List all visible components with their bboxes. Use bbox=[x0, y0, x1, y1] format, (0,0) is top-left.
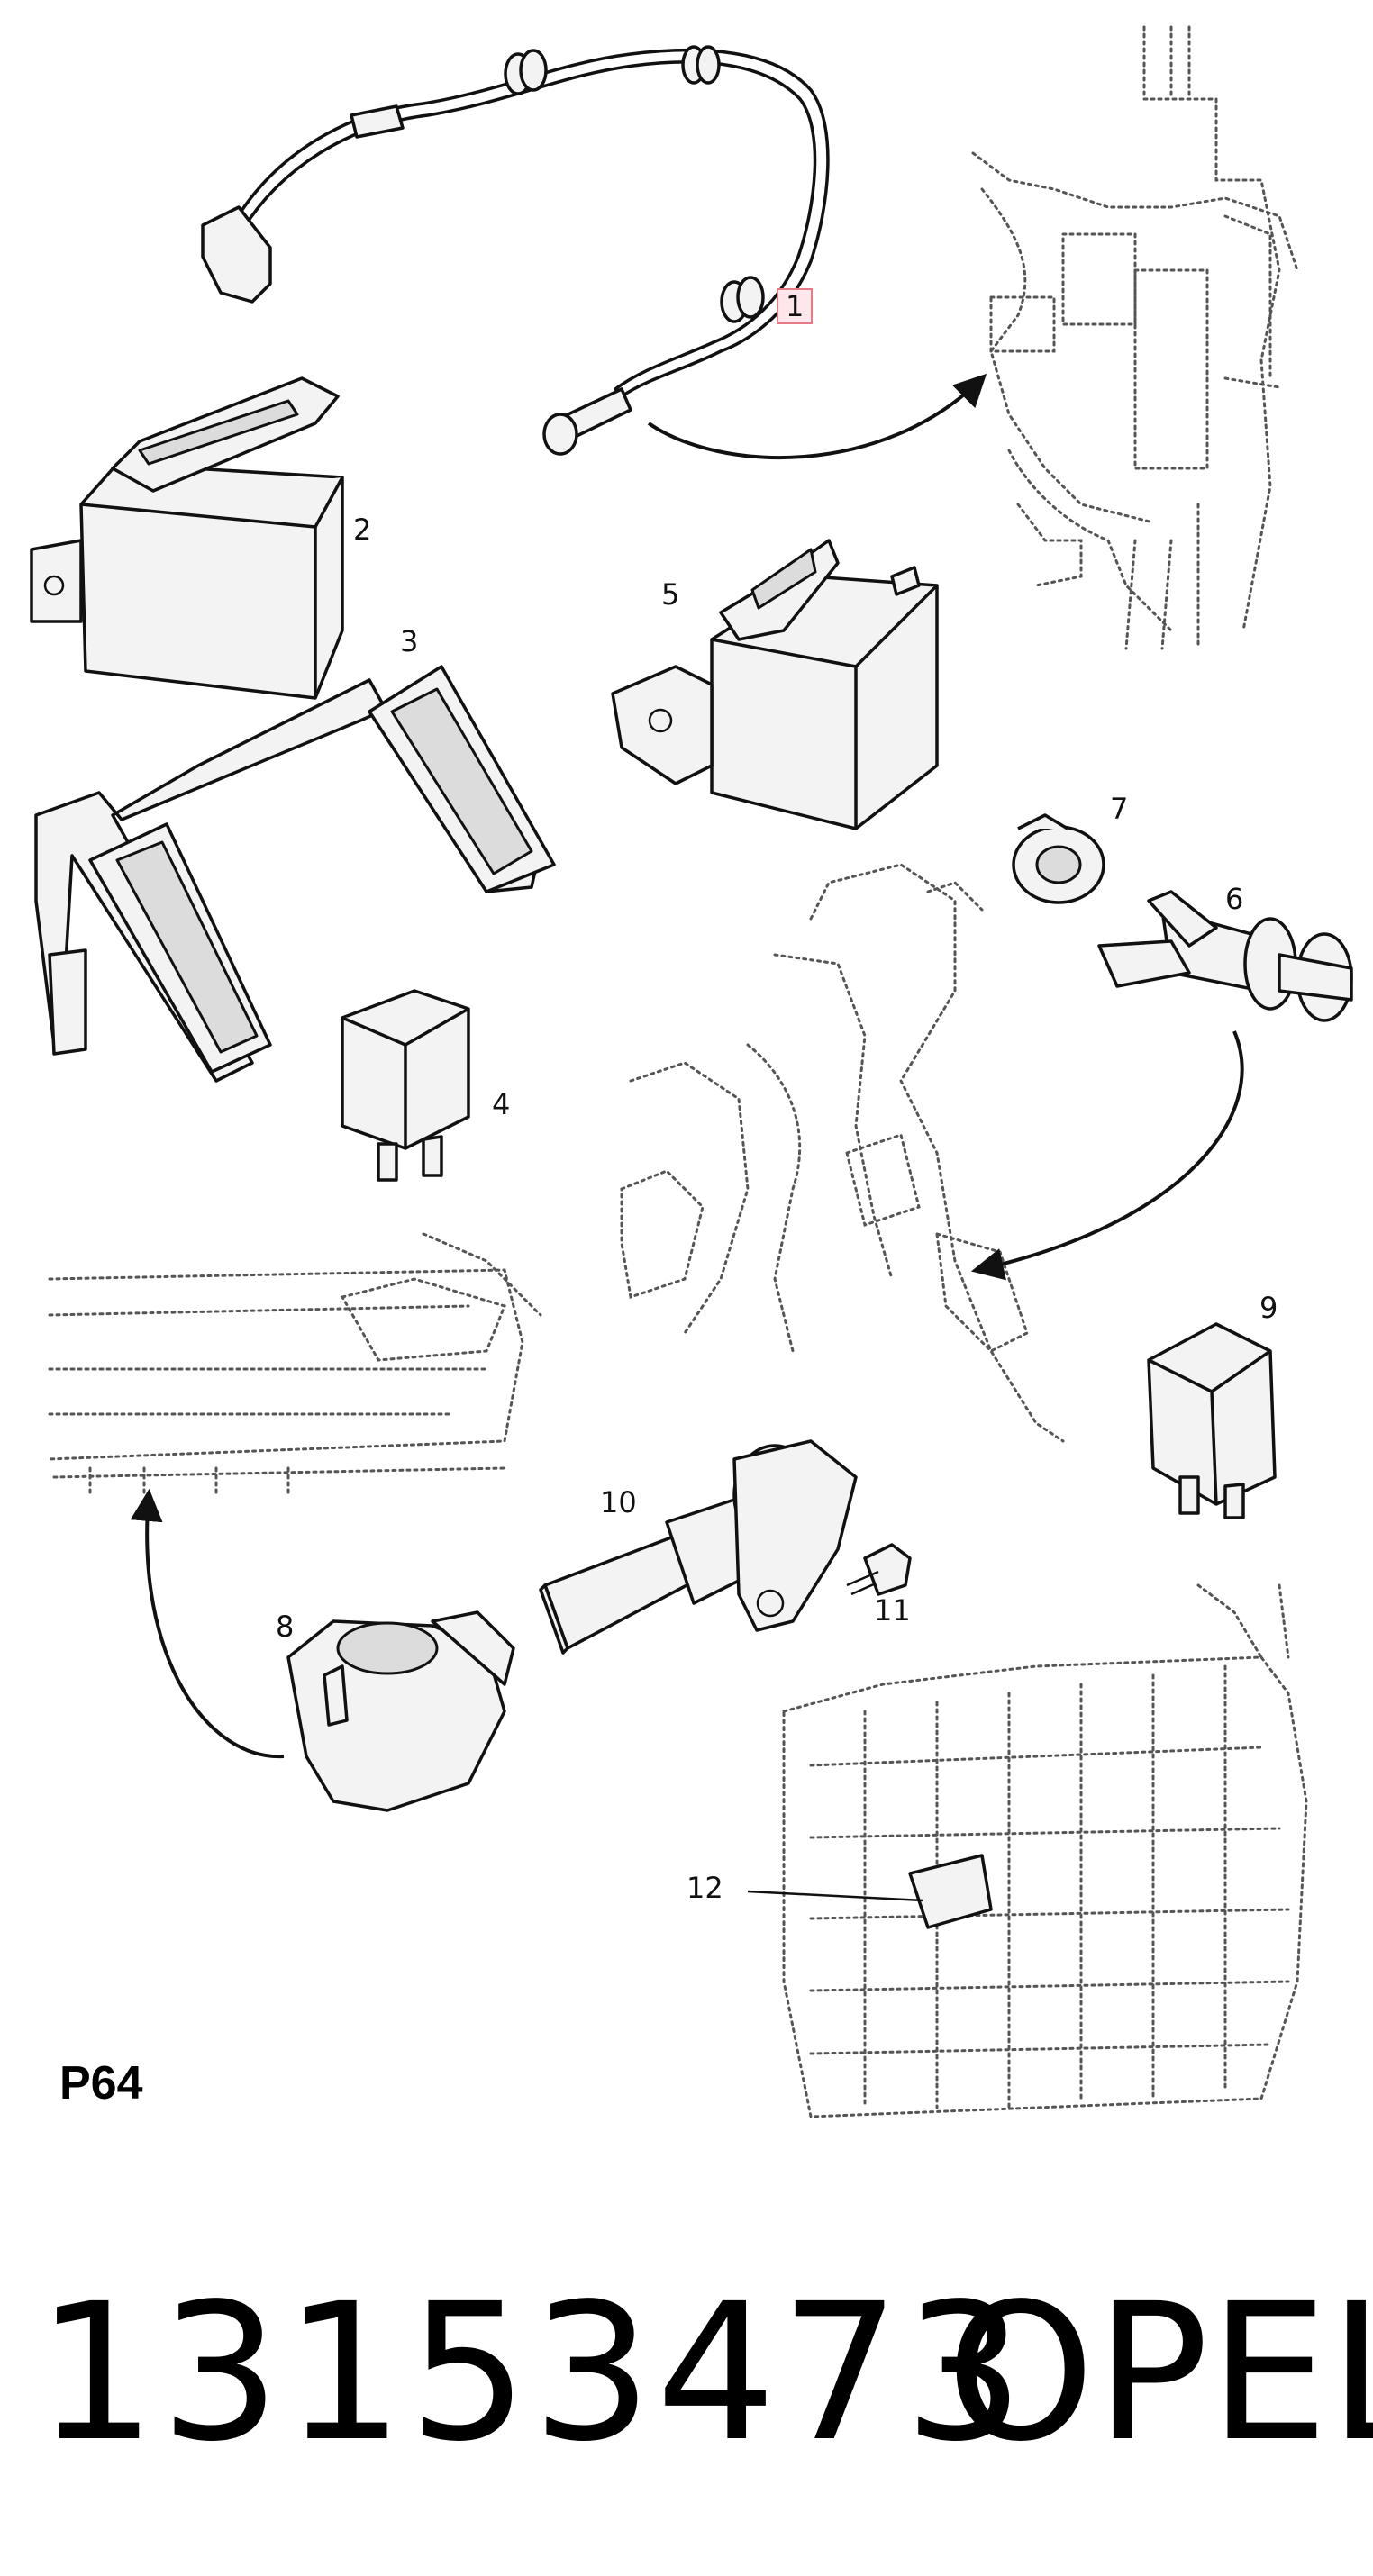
part-6-sensor bbox=[1097, 890, 1353, 1022]
callout-4[interactable]: 4 bbox=[492, 1087, 511, 1121]
part-12-clip bbox=[747, 1854, 993, 1929]
callout-1[interactable]: 1 bbox=[777, 288, 814, 324]
part-10-sensor bbox=[539, 1439, 858, 1655]
callout-5[interactable]: 5 bbox=[661, 577, 680, 612]
callout-11[interactable]: 11 bbox=[874, 1593, 911, 1628]
part-5-electronic-module bbox=[611, 539, 939, 830]
page-code: P64 bbox=[59, 2057, 143, 2109]
part-7-grommet bbox=[1012, 813, 1105, 904]
part-3-bracket bbox=[34, 665, 556, 1083]
callout-6[interactable]: 6 bbox=[1225, 882, 1244, 916]
part-6-location-arrow bbox=[970, 1030, 1244, 1281]
part-1-sensor-cable bbox=[201, 45, 830, 456]
part-8-location-arrow bbox=[130, 1488, 285, 1759]
part-1-location-arrow bbox=[647, 373, 987, 460]
part-9-relay bbox=[1147, 1322, 1277, 1519]
steering-column-assembly-outline bbox=[971, 25, 1299, 650]
callout-10[interactable]: 10 bbox=[600, 1485, 637, 1519]
part-8-housing bbox=[286, 1610, 515, 1812]
brand-name: OPEL bbox=[946, 2263, 1373, 2483]
part-4-relay bbox=[341, 989, 470, 1182]
callout-9[interactable]: 9 bbox=[1259, 1291, 1278, 1325]
callout-2[interactable]: 2 bbox=[353, 512, 372, 547]
part-2-control-module bbox=[30, 376, 344, 700]
exploded-view-drawing bbox=[30, 25, 1353, 2118]
callout-8[interactable]: 8 bbox=[276, 1610, 295, 1644]
callout-12[interactable]: 12 bbox=[686, 1871, 723, 1905]
instrument-panel-outline bbox=[48, 1232, 542, 1497]
callout-3[interactable]: 3 bbox=[400, 624, 419, 658]
part-11-bolt bbox=[846, 1543, 912, 1596]
callout-7[interactable]: 7 bbox=[1110, 792, 1129, 826]
part-number: 13153473 bbox=[36, 2263, 1028, 2483]
parts-diagram: 1 2 3 4 5 6 7 8 9 10 11 12 bbox=[30, 25, 1353, 2118]
fuse-box-outline bbox=[782, 1583, 1308, 2118]
wiring-harness-outline bbox=[620, 863, 1065, 1443]
